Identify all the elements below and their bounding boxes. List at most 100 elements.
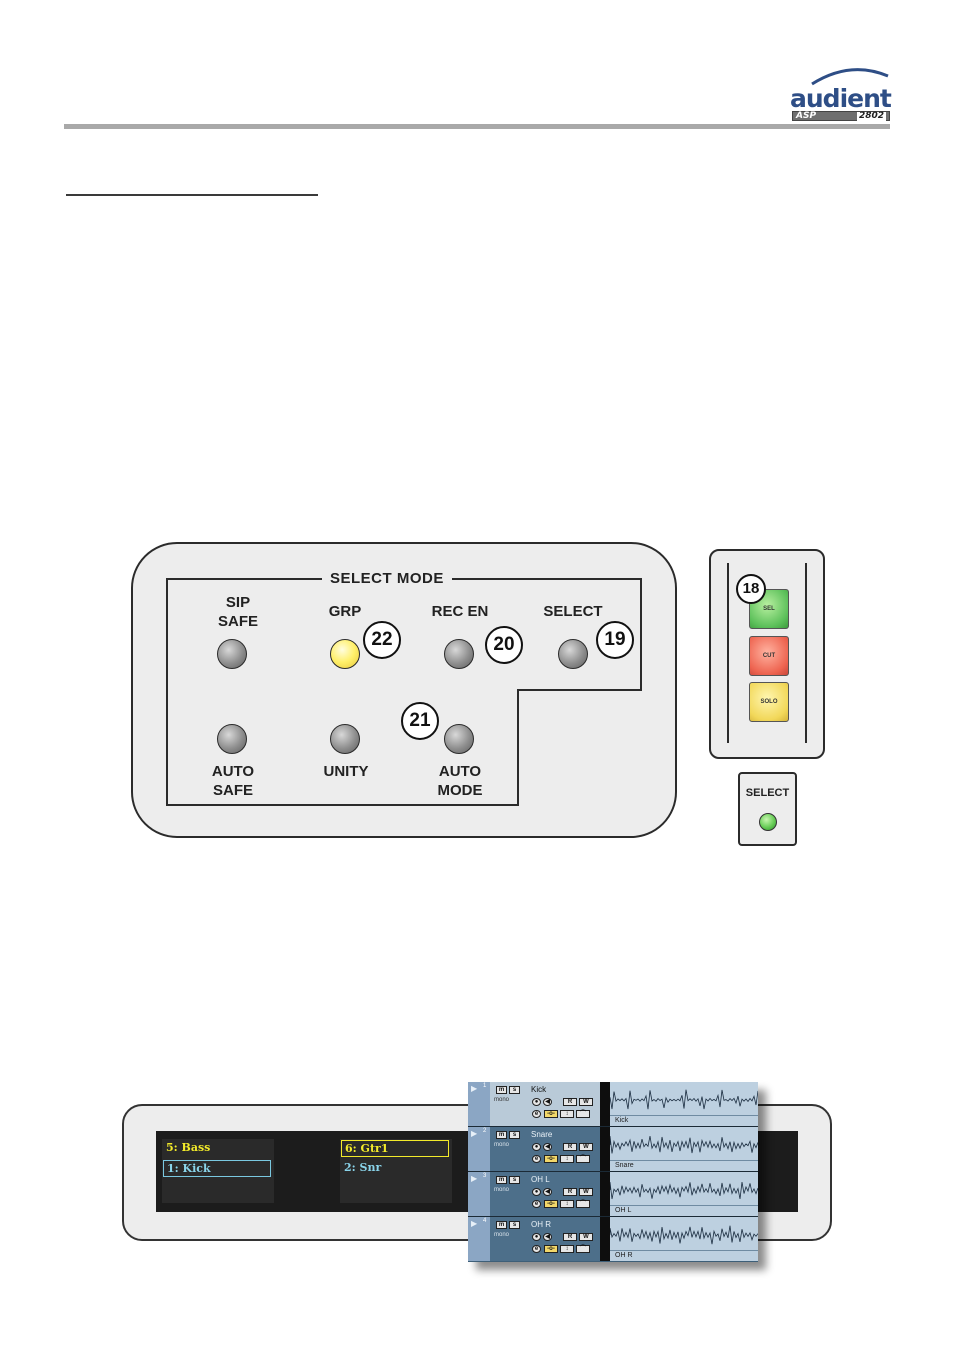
- callout-22: 22: [363, 621, 401, 659]
- auto-mode-label-line2: MODE: [437, 782, 483, 799]
- eq-icon[interactable]: ⌒: [576, 1245, 590, 1253]
- select-label: SELECT: [543, 603, 603, 620]
- record-arm-icon[interactable]: ●: [532, 1188, 541, 1196]
- audio-region[interactable]: Kick: [610, 1082, 758, 1126]
- region-name: OH R: [615, 1252, 633, 1259]
- play-triangle-icon: ▶: [471, 1084, 478, 1093]
- logo-model-number: 2802: [856, 110, 886, 121]
- audio-region[interactable]: OH R: [610, 1217, 758, 1261]
- write-automation-button[interactable]: W: [579, 1188, 593, 1196]
- sip-safe-label-line1: SIP: [225, 594, 251, 611]
- monitor-speaker-icon[interactable]: ◀: [543, 1233, 552, 1241]
- lcd-1-bottom: 1: Kick: [163, 1160, 271, 1177]
- edit-icon[interactable]: e: [532, 1110, 541, 1118]
- read-automation-button[interactable]: R: [563, 1098, 577, 1106]
- pan-icon[interactable]: ↕: [560, 1110, 574, 1118]
- write-automation-button[interactable]: W: [579, 1143, 593, 1151]
- mute-button[interactable]: m: [496, 1131, 507, 1139]
- pan-icon[interactable]: ↕: [560, 1200, 574, 1208]
- track-number-area: ▶1: [468, 1082, 490, 1126]
- sip-safe-led-button[interactable]: [217, 639, 247, 669]
- rec-en-led-button[interactable]: [444, 639, 474, 669]
- mute-button[interactable]: m: [496, 1176, 507, 1184]
- select-mode-frame: [166, 578, 642, 806]
- eq-icon[interactable]: ⌒: [576, 1200, 590, 1208]
- section-heading-underline: [66, 194, 318, 196]
- eq-icon[interactable]: ⌒: [576, 1155, 590, 1163]
- solo-button[interactable]: SOLO: [749, 682, 789, 722]
- region-name: OH L: [615, 1207, 632, 1214]
- mute-button[interactable]: m: [496, 1221, 507, 1229]
- grp-led-button[interactable]: [330, 639, 360, 669]
- play-triangle-icon: ▶: [471, 1129, 478, 1138]
- strip-left-line: [727, 563, 729, 743]
- insert-toggle-icon[interactable]: -o-: [544, 1155, 558, 1163]
- insert-toggle-icon[interactable]: -o-: [544, 1200, 558, 1208]
- play-triangle-icon: ▶: [471, 1219, 478, 1228]
- logo-wordmark: audient: [790, 84, 892, 113]
- write-automation-button[interactable]: W: [579, 1233, 593, 1241]
- play-triangle-icon: ▶: [471, 1174, 478, 1183]
- track-name: Snare: [531, 1130, 553, 1139]
- eq-icon[interactable]: ⌒: [576, 1110, 590, 1118]
- auto-mode-label-line1: AUTO: [438, 763, 482, 780]
- insert-toggle-icon[interactable]: -o-: [544, 1245, 558, 1253]
- monitor-speaker-icon[interactable]: ◀: [543, 1143, 552, 1151]
- mute-button[interactable]: m: [496, 1086, 507, 1094]
- select-green-led-button[interactable]: [758, 813, 777, 831]
- solo-track-button[interactable]: s: [509, 1221, 520, 1229]
- auto-safe-label-line1: AUTO: [211, 763, 255, 780]
- read-automation-button[interactable]: R: [563, 1233, 577, 1241]
- solo-track-button[interactable]: s: [509, 1086, 520, 1094]
- track-number-area: ▶2: [468, 1127, 490, 1171]
- select-led-button[interactable]: [558, 639, 588, 669]
- edit-icon[interactable]: e: [532, 1200, 541, 1208]
- audio-region[interactable]: Snare: [610, 1127, 758, 1171]
- track-number: 4: [483, 1218, 487, 1224]
- pan-icon[interactable]: ↕: [560, 1245, 574, 1253]
- solo-track-button[interactable]: s: [509, 1131, 520, 1139]
- pan-icon[interactable]: ↕: [560, 1155, 574, 1163]
- callout-20: 20: [485, 626, 523, 664]
- lcd-display-1: 5: Bass 1: Kick: [162, 1139, 274, 1203]
- record-arm-icon[interactable]: ●: [532, 1098, 541, 1106]
- auto-mode-led-button[interactable]: [444, 724, 474, 754]
- track-mono-label: mono: [494, 1187, 510, 1193]
- monitor-speaker-icon[interactable]: ◀: [543, 1098, 552, 1106]
- rec-en-label: REC EN: [431, 603, 489, 620]
- edit-icon[interactable]: e: [532, 1155, 541, 1163]
- record-arm-icon[interactable]: ●: [532, 1233, 541, 1241]
- lcd-2-bottom: 2: Snr: [344, 1161, 382, 1174]
- waveform: [610, 1225, 758, 1245]
- sip-safe-label: SIP SAFE: [183, 593, 293, 631]
- region-name-divider: [610, 1160, 758, 1161]
- track-name: OH R: [531, 1220, 551, 1229]
- unity-label: UNITY: [323, 763, 369, 780]
- track-divider: [600, 1127, 610, 1171]
- cut-button[interactable]: CUT: [749, 636, 789, 676]
- unity-led-button[interactable]: [330, 724, 360, 754]
- track-mono-label: mono: [494, 1232, 510, 1238]
- insert-toggle-icon[interactable]: -o-: [544, 1110, 558, 1118]
- auto-safe-led-button[interactable]: [217, 724, 247, 754]
- write-automation-button[interactable]: W: [579, 1098, 593, 1106]
- track-divider: [600, 1082, 610, 1126]
- lcd-1-top: 5: Bass: [166, 1141, 211, 1154]
- region-name: Kick: [615, 1117, 629, 1124]
- edit-icon[interactable]: e: [532, 1245, 541, 1253]
- solo-track-button[interactable]: s: [509, 1176, 520, 1184]
- read-automation-button[interactable]: R: [563, 1188, 577, 1196]
- track-mono-label: mono: [494, 1142, 510, 1148]
- audio-region[interactable]: OH L: [610, 1172, 758, 1216]
- audient-logo: audient ASP 2802: [780, 64, 892, 124]
- read-automation-button[interactable]: R: [563, 1143, 577, 1151]
- monitor-speaker-icon[interactable]: ◀: [543, 1188, 552, 1196]
- record-arm-icon[interactable]: ●: [532, 1143, 541, 1151]
